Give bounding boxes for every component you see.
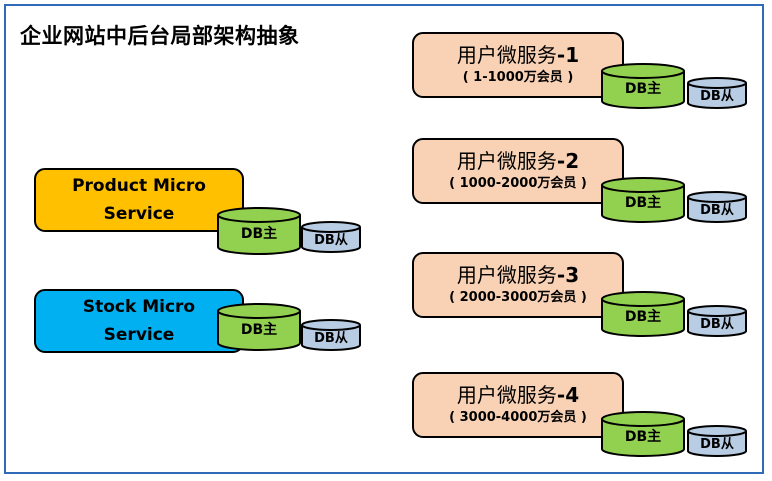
- stock-db-slave-cylinder: DB从: [301, 319, 361, 351]
- user-service-2-range: ( 1000-2000万会员 ): [449, 176, 587, 191]
- user-service-1-db-slave-cylinder: DB从: [687, 77, 747, 109]
- user-service-2-db-slave-label: DB从: [700, 203, 734, 218]
- user-service-3-db-slave-cylinder: DB从: [687, 305, 747, 337]
- user-service-3-box: 用户微服务-3 ( 2000-3000万会员 ): [412, 252, 624, 318]
- user-service-3-db-master-label: DB主: [625, 308, 661, 325]
- stock-db-master-label: DB主: [241, 321, 277, 338]
- user-service-1-db-slave-label: DB从: [700, 89, 734, 104]
- product-db-slave-cylinder: DB从: [301, 221, 361, 253]
- user-service-1-name: 用户微服务: [456, 43, 557, 67]
- product-service-label-line1: Product Micro: [72, 176, 206, 196]
- user-service-2-db-slave-cylinder: DB从: [687, 191, 747, 223]
- user-service-1-number: -1: [556, 43, 580, 67]
- stock-db-master-cylinder: DB主: [217, 303, 301, 351]
- user-service-4-db-slave-label: DB从: [700, 437, 734, 452]
- user-service-4-db-slave-cylinder: DB从: [687, 425, 747, 457]
- user-service-3-number: -3: [556, 263, 580, 287]
- user-service-2-number: -2: [556, 149, 580, 173]
- user-service-4-db-master-label: DB主: [625, 428, 661, 445]
- user-service-4-box: 用户微服务-4 ( 3000-4000万会员 ): [412, 372, 624, 438]
- product-db-master-cylinder: DB主: [217, 207, 301, 255]
- user-service-3-db-master-cylinder: DB主: [601, 291, 685, 337]
- stock-service-label-line2: Service: [103, 325, 175, 345]
- user-service-3-name: 用户微服务: [456, 263, 557, 287]
- user-service-3-range: ( 2000-3000万会员 ): [449, 290, 587, 305]
- user-service-2-name: 用户微服务: [456, 149, 557, 173]
- user-service-1-db-master-label: DB主: [625, 80, 661, 97]
- user-service-4-number: -4: [556, 383, 580, 407]
- product-service-label-line2: Service: [103, 204, 175, 224]
- user-service-1-box: 用户微服务-1 ( 1-1000万会员 ): [412, 32, 624, 98]
- stock-service-label-line1: Stock Micro: [82, 297, 196, 317]
- user-service-4-name: 用户微服务: [456, 383, 557, 407]
- user-service-2-db-master-cylinder: DB主: [601, 177, 685, 223]
- user-service-1-range: ( 1-1000万会员 ): [462, 70, 574, 85]
- user-service-3-db-slave-label: DB从: [700, 317, 734, 332]
- product-micro-service-box: Product Micro Service: [34, 168, 244, 232]
- diagram-title: 企业网站中后台局部架构抽象: [20, 24, 300, 48]
- user-service-4-db-master-cylinder: DB主: [601, 411, 685, 457]
- product-db-slave-label: DB从: [314, 233, 348, 248]
- stock-micro-service-box: Stock Micro Service: [34, 289, 244, 353]
- user-service-1-db-master-cylinder: DB主: [601, 63, 685, 109]
- user-service-2-db-master-label: DB主: [625, 194, 661, 211]
- user-service-2-box: 用户微服务-2 ( 1000-2000万会员 ): [412, 138, 624, 204]
- product-db-master-label: DB主: [241, 225, 277, 242]
- user-service-4-range: ( 3000-4000万会员 ): [449, 410, 587, 425]
- stock-db-slave-label: DB从: [314, 331, 348, 346]
